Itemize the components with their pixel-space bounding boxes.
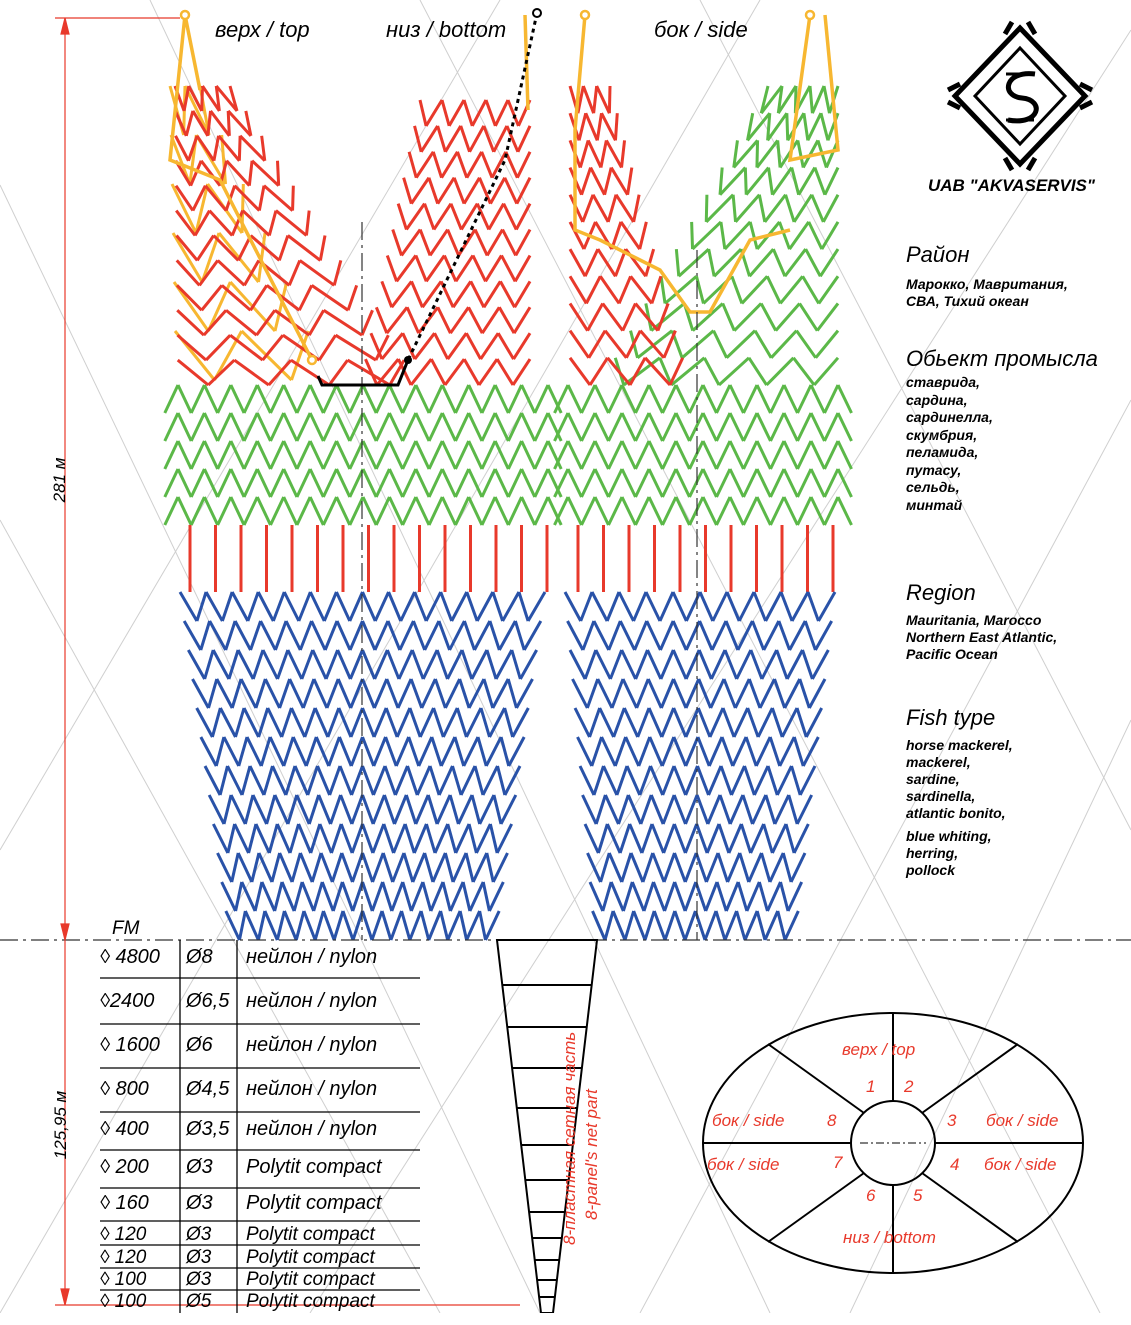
mesh-size: ◊ 100 <box>100 1269 147 1290</box>
twine-material: Polytit compact <box>246 1291 375 1312</box>
twine-diameter: Ø4,5 <box>186 1078 230 1100</box>
twine-material: Polytit compact <box>246 1156 382 1178</box>
dim-upper-label: 281 м <box>50 457 69 503</box>
sector-6: 6 <box>866 1186 876 1205</box>
fish-en-title: Fish type <box>906 705 996 730</box>
twine-material: Polytit compact <box>246 1192 382 1214</box>
ellipse-bottom-label: низ / bottom <box>843 1228 936 1247</box>
twine-diameter: Ø3 <box>186 1269 212 1290</box>
mesh-size: ◊ 200 <box>100 1156 149 1178</box>
company-name: UAB "AKVASERVIS" <box>928 176 1095 195</box>
twine-diameter: Ø8 <box>186 946 213 968</box>
twine-material: Polytit compact <box>246 1269 375 1290</box>
twine-material: Polytit compact <box>246 1247 375 1268</box>
ellipse-side-ur: бок / side <box>986 1111 1059 1130</box>
mesh-size: ◊ 100 <box>100 1291 147 1312</box>
net-panels <box>163 9 853 941</box>
label-top: верх / top <box>215 17 310 42</box>
dim-lower-label: 125,95 м <box>51 1090 70 1160</box>
ellipse-side-ul: бок / side <box>712 1111 785 1130</box>
rope-end-bottom <box>404 356 412 364</box>
ellipse-side-ll: бок / side <box>707 1155 780 1174</box>
twine-diameter: Ø3 <box>186 1192 213 1214</box>
fish-ru-title: Обьект промысла <box>906 346 1098 371</box>
cone-label-ru: 8-пластная сетная часть <box>560 1031 579 1245</box>
twine-material: нейлон / nylon <box>246 1078 378 1100</box>
mesh-size: ◊ 120 <box>100 1224 147 1245</box>
mesh-size: ◊ 400 <box>100 1118 149 1140</box>
twine-material: нейлон / nylon <box>246 946 378 968</box>
sector-4: 4 <box>950 1155 960 1174</box>
fish-ru-list: ставрида,сардина,сардинелла, скумбрия,пе… <box>906 374 993 513</box>
cone-shape <box>495 939 599 1313</box>
akvaservis-logo <box>946 20 1094 172</box>
twine-diameter: Ø3 <box>186 1247 212 1268</box>
twine-material: нейлон / nylon <box>246 1034 378 1056</box>
cone-label-en: 8-panel's net part <box>582 1089 601 1220</box>
twine-diameter: Ø6 <box>186 1034 213 1056</box>
rope-end-top <box>532 8 542 18</box>
fish-en-list: horse mackerel,mackerel,sardine, sardine… <box>906 737 1013 878</box>
sector-5: 5 <box>913 1186 923 1205</box>
sector-8: 8 <box>827 1111 837 1130</box>
twine-material: нейлон / nylon <box>246 990 378 1012</box>
mesh-size: ◊2400 <box>100 990 155 1012</box>
fm-label: FM <box>112 918 140 939</box>
headline-rope <box>406 12 539 361</box>
label-bottom: низ / bottom <box>386 17 507 42</box>
twine-diameter: Ø6,5 <box>186 990 230 1012</box>
ellipse-side-lr: бок / side <box>984 1155 1057 1174</box>
twine-diameter: Ø5 <box>186 1291 212 1312</box>
sector-3: 3 <box>947 1111 957 1130</box>
label-side: бок / side <box>654 17 748 42</box>
region-ru-title: Район <box>906 242 970 267</box>
mesh-size: ◊ 1600 <box>100 1034 160 1056</box>
twine-material: нейлон / nylon <box>246 1118 378 1140</box>
mesh-size: ◊ 160 <box>100 1192 149 1214</box>
sector-1: 1 <box>866 1077 876 1096</box>
region-ru-list: Марокко, Мавритания,СВА, Тихий океан <box>906 276 1068 309</box>
region-en-title: Region <box>906 580 976 605</box>
twine-diameter: Ø3,5 <box>186 1118 230 1140</box>
cone-label: 8-пластная сетная часть 8-panel's net pa… <box>560 1000 700 1250</box>
twine-material: Polytit compact <box>246 1224 375 1245</box>
twine-diameter: Ø3 <box>186 1224 212 1245</box>
footrope <box>316 359 410 387</box>
mesh-size: ◊ 4800 <box>100 946 160 968</box>
ellipse-top-label: верх / top <box>842 1040 916 1059</box>
twine-diameter: Ø3 <box>186 1156 213 1178</box>
sector-2: 2 <box>904 1077 914 1096</box>
mesh-table-grid <box>100 940 420 1313</box>
cross-section <box>702 1012 1084 1274</box>
mesh-size: ◊ 120 <box>100 1247 147 1268</box>
mesh-size: ◊ 800 <box>100 1078 149 1100</box>
sector-7: 7 <box>833 1153 843 1172</box>
